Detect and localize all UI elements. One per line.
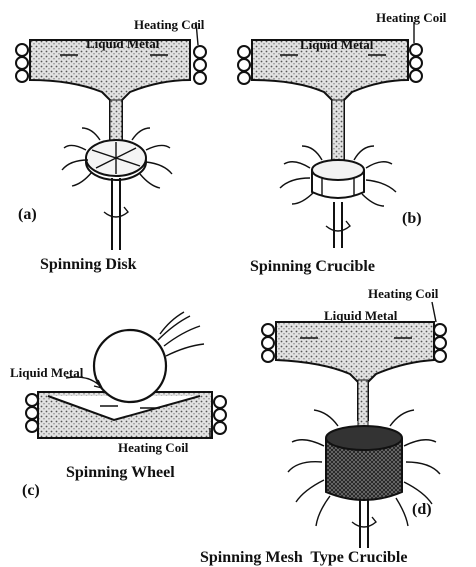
spray-c (158, 312, 204, 356)
heating-coil-b-right (410, 44, 422, 82)
crucible-d (276, 322, 434, 420)
caption-spinning-mesh-type-crucible: Spinning Mesh Type Crucible (200, 549, 407, 566)
shaft-d (352, 500, 376, 548)
label-panel-a: (a) (18, 206, 37, 223)
panel-a: Heating Coil Liquid Metal (a) Spinning D… (16, 17, 206, 273)
spinning-mesh-crucible (326, 426, 402, 500)
heating-coil-c-left (26, 394, 38, 432)
spinning-disk (86, 140, 146, 180)
leader-heating-coil-d (432, 302, 436, 322)
shaft-b (326, 202, 350, 248)
panel-d: Heating Coil Liquid Metal (d) Spinning M… (200, 286, 446, 566)
heating-coil-d-right (434, 324, 446, 362)
heating-coil-d-left (262, 324, 274, 362)
caption-spinning-disk: Spinning Disk (40, 256, 137, 273)
heating-coil-a-right (194, 46, 206, 84)
caption-spinning-crucible: Spinning Crucible (250, 258, 375, 275)
panel-c: Liquid Metal Heating Coil (c) Spinning W… (10, 312, 226, 499)
label-liquid-metal-b: Liquid Metal (300, 37, 374, 52)
label-heating-coil-c: Heating Coil (118, 440, 189, 455)
label-liquid-metal-d: Liquid Metal (324, 308, 398, 323)
heating-coil-c-right (214, 396, 226, 434)
label-panel-b: (b) (402, 210, 422, 227)
label-heating-coil-b: Heating Coil (376, 10, 447, 25)
spinning-crucible (312, 160, 364, 198)
label-panel-c: (c) (22, 482, 40, 499)
label-heating-coil-d: Heating Coil (368, 286, 439, 301)
caption-spinning-wheel: Spinning Wheel (66, 464, 175, 481)
spinning-wheel (94, 330, 166, 402)
heating-coil-b-left (238, 46, 250, 84)
heating-coil-a-left (16, 44, 28, 82)
label-liquid-metal-a: Liquid Metal (86, 36, 160, 51)
crucible-b (252, 40, 408, 160)
shaft-a (104, 178, 128, 250)
label-panel-d: (d) (412, 501, 432, 518)
label-heating-coil-a: Heating Coil (134, 17, 205, 32)
metal-stream-d (358, 380, 368, 430)
label-liquid-metal-c: Liquid Metal (10, 365, 84, 380)
panel-b: Heating Coil Liquid Metal (b) Spinning C… (238, 10, 447, 275)
